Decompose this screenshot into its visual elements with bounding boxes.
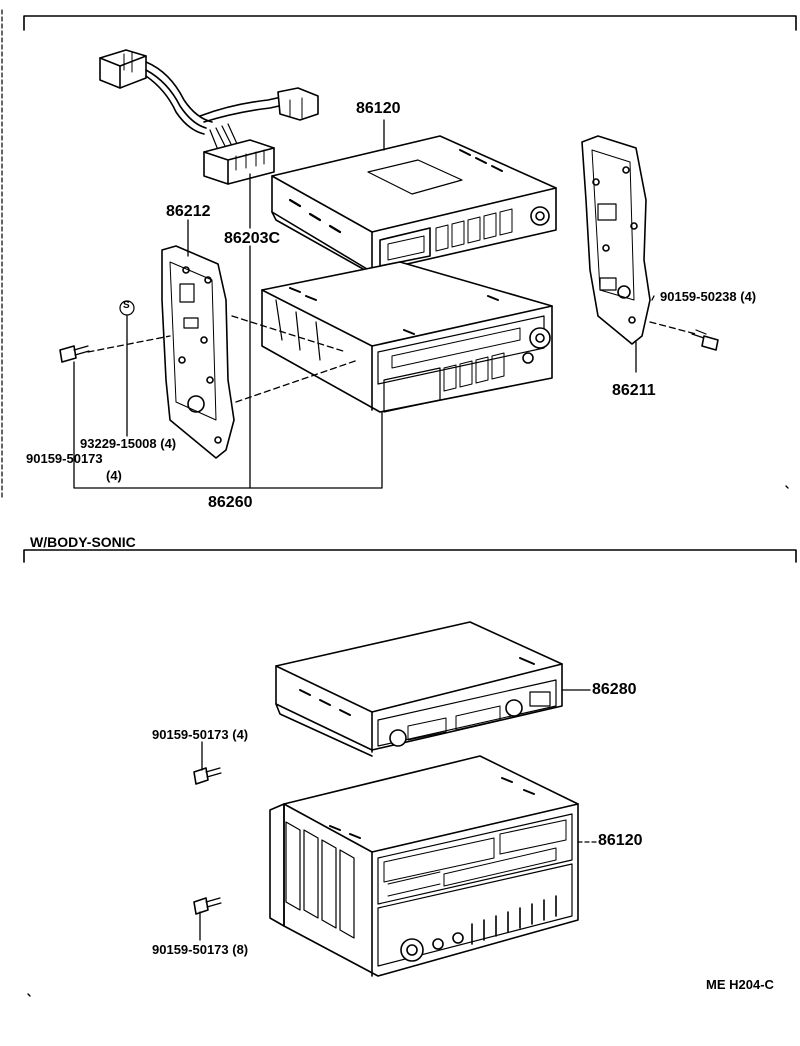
scan-specks <box>27 485 789 997</box>
left-screw-qty-label: (4) <box>106 468 122 483</box>
figure-code-label: ME H204-C <box>706 977 774 992</box>
stereo-part-label: 86120 <box>598 832 643 849</box>
section-title: W/BODY-SONIC <box>30 534 136 550</box>
right-screw-part-label: 90159-50238 (4) <box>660 289 757 304</box>
screw-bottom-part-label: 90159-50173 (8) <box>152 942 249 957</box>
right-bracket-part-label: 86211 <box>612 382 656 399</box>
nut-part-label: 93229-15008 (4) <box>80 436 177 451</box>
screw-top-part-label: 90159-50173 (4) <box>152 727 249 742</box>
lower-leader-lines <box>199 689 599 941</box>
upper-section-frame <box>1 9 797 501</box>
stereo-drawing <box>269 755 579 977</box>
assembly-part-label: 86260 <box>208 494 253 511</box>
symbol-s-label: S <box>123 300 130 311</box>
left-screw-part-label: 90159-50173 <box>26 451 103 466</box>
tuner-part-label: 86280 <box>592 681 637 698</box>
upper-screws-drawing <box>59 300 719 363</box>
lower-section-frame <box>23 549 797 563</box>
right-bracket-drawing <box>581 135 651 345</box>
left-bracket-part-label: 86212 <box>166 203 211 220</box>
lower-screws-drawing <box>193 767 222 915</box>
tuner-drawing <box>275 621 563 757</box>
wiring-harness-drawing <box>99 49 319 185</box>
harness-part-label: 86203C <box>224 230 281 247</box>
upper-radio-drawing <box>271 135 557 275</box>
left-bracket-drawing <box>161 245 235 459</box>
lower-deck-drawing <box>261 261 553 413</box>
upper-radio-part-label: 86120 <box>356 100 401 117</box>
upper-leader-lines <box>73 119 697 489</box>
